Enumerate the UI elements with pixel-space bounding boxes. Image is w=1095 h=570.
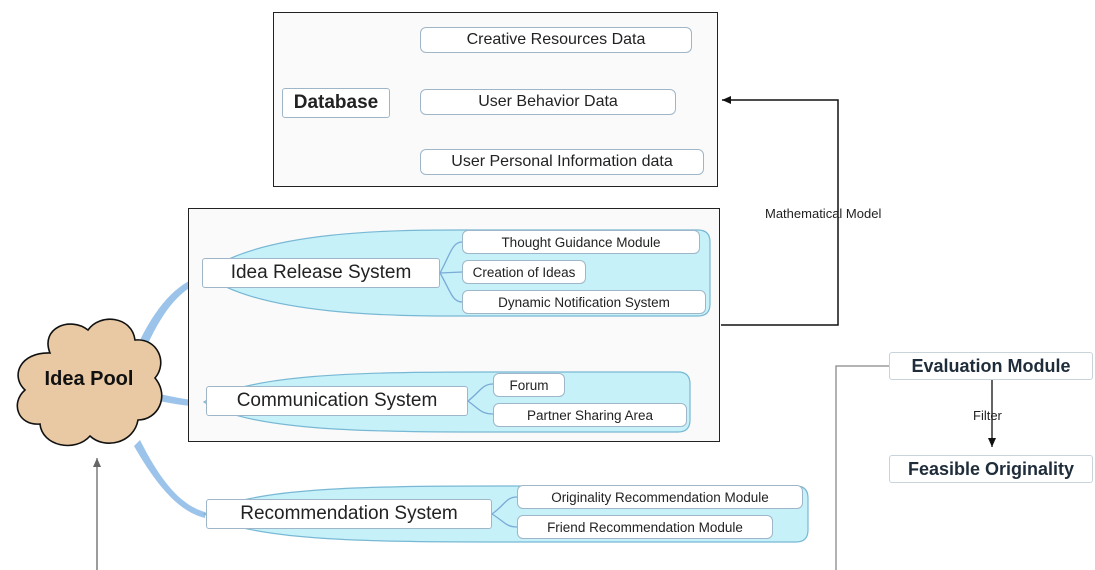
database-item-user-behavior[interactable]: User Behavior Data: [420, 89, 676, 115]
idea-pool-cloud-icon: [16, 318, 163, 447]
module-thought-guidance[interactable]: Thought Guidance Module: [462, 230, 700, 254]
module-originality-recommendation[interactable]: Originality Recommendation Module: [517, 485, 803, 509]
idea-release-system-node[interactable]: Idea Release System: [202, 258, 440, 288]
feasible-originality-node[interactable]: Feasible Originality: [889, 455, 1093, 483]
database-item-creative-resources[interactable]: Creative Resources Data: [420, 27, 692, 53]
module-partner-sharing[interactable]: Partner Sharing Area: [493, 403, 687, 427]
model-feedback-arrow: [721, 96, 839, 326]
evaluation-module-node[interactable]: Evaluation Module: [889, 352, 1093, 380]
recommendation-system-node[interactable]: Recommendation System: [206, 499, 492, 529]
module-dynamic-notification[interactable]: Dynamic Notification System: [462, 290, 706, 314]
evaluation-connector-line: [835, 365, 889, 570]
module-friend-recommendation[interactable]: Friend Recommendation Module: [517, 515, 773, 539]
module-forum[interactable]: Forum: [493, 373, 565, 397]
database-item-user-personal-info[interactable]: User Personal Information data: [420, 149, 704, 175]
database-title: Database: [293, 92, 379, 113]
database-node[interactable]: Database: [282, 88, 390, 118]
communication-system-node[interactable]: Communication System: [206, 386, 468, 416]
idea-pool-label[interactable]: Idea Pool: [44, 368, 134, 390]
module-creation-of-ideas[interactable]: Creation of Ideas: [462, 260, 586, 284]
filter-label: Filter: [973, 408, 1002, 423]
mathematical-model-label: Mathematical Model: [765, 206, 882, 221]
